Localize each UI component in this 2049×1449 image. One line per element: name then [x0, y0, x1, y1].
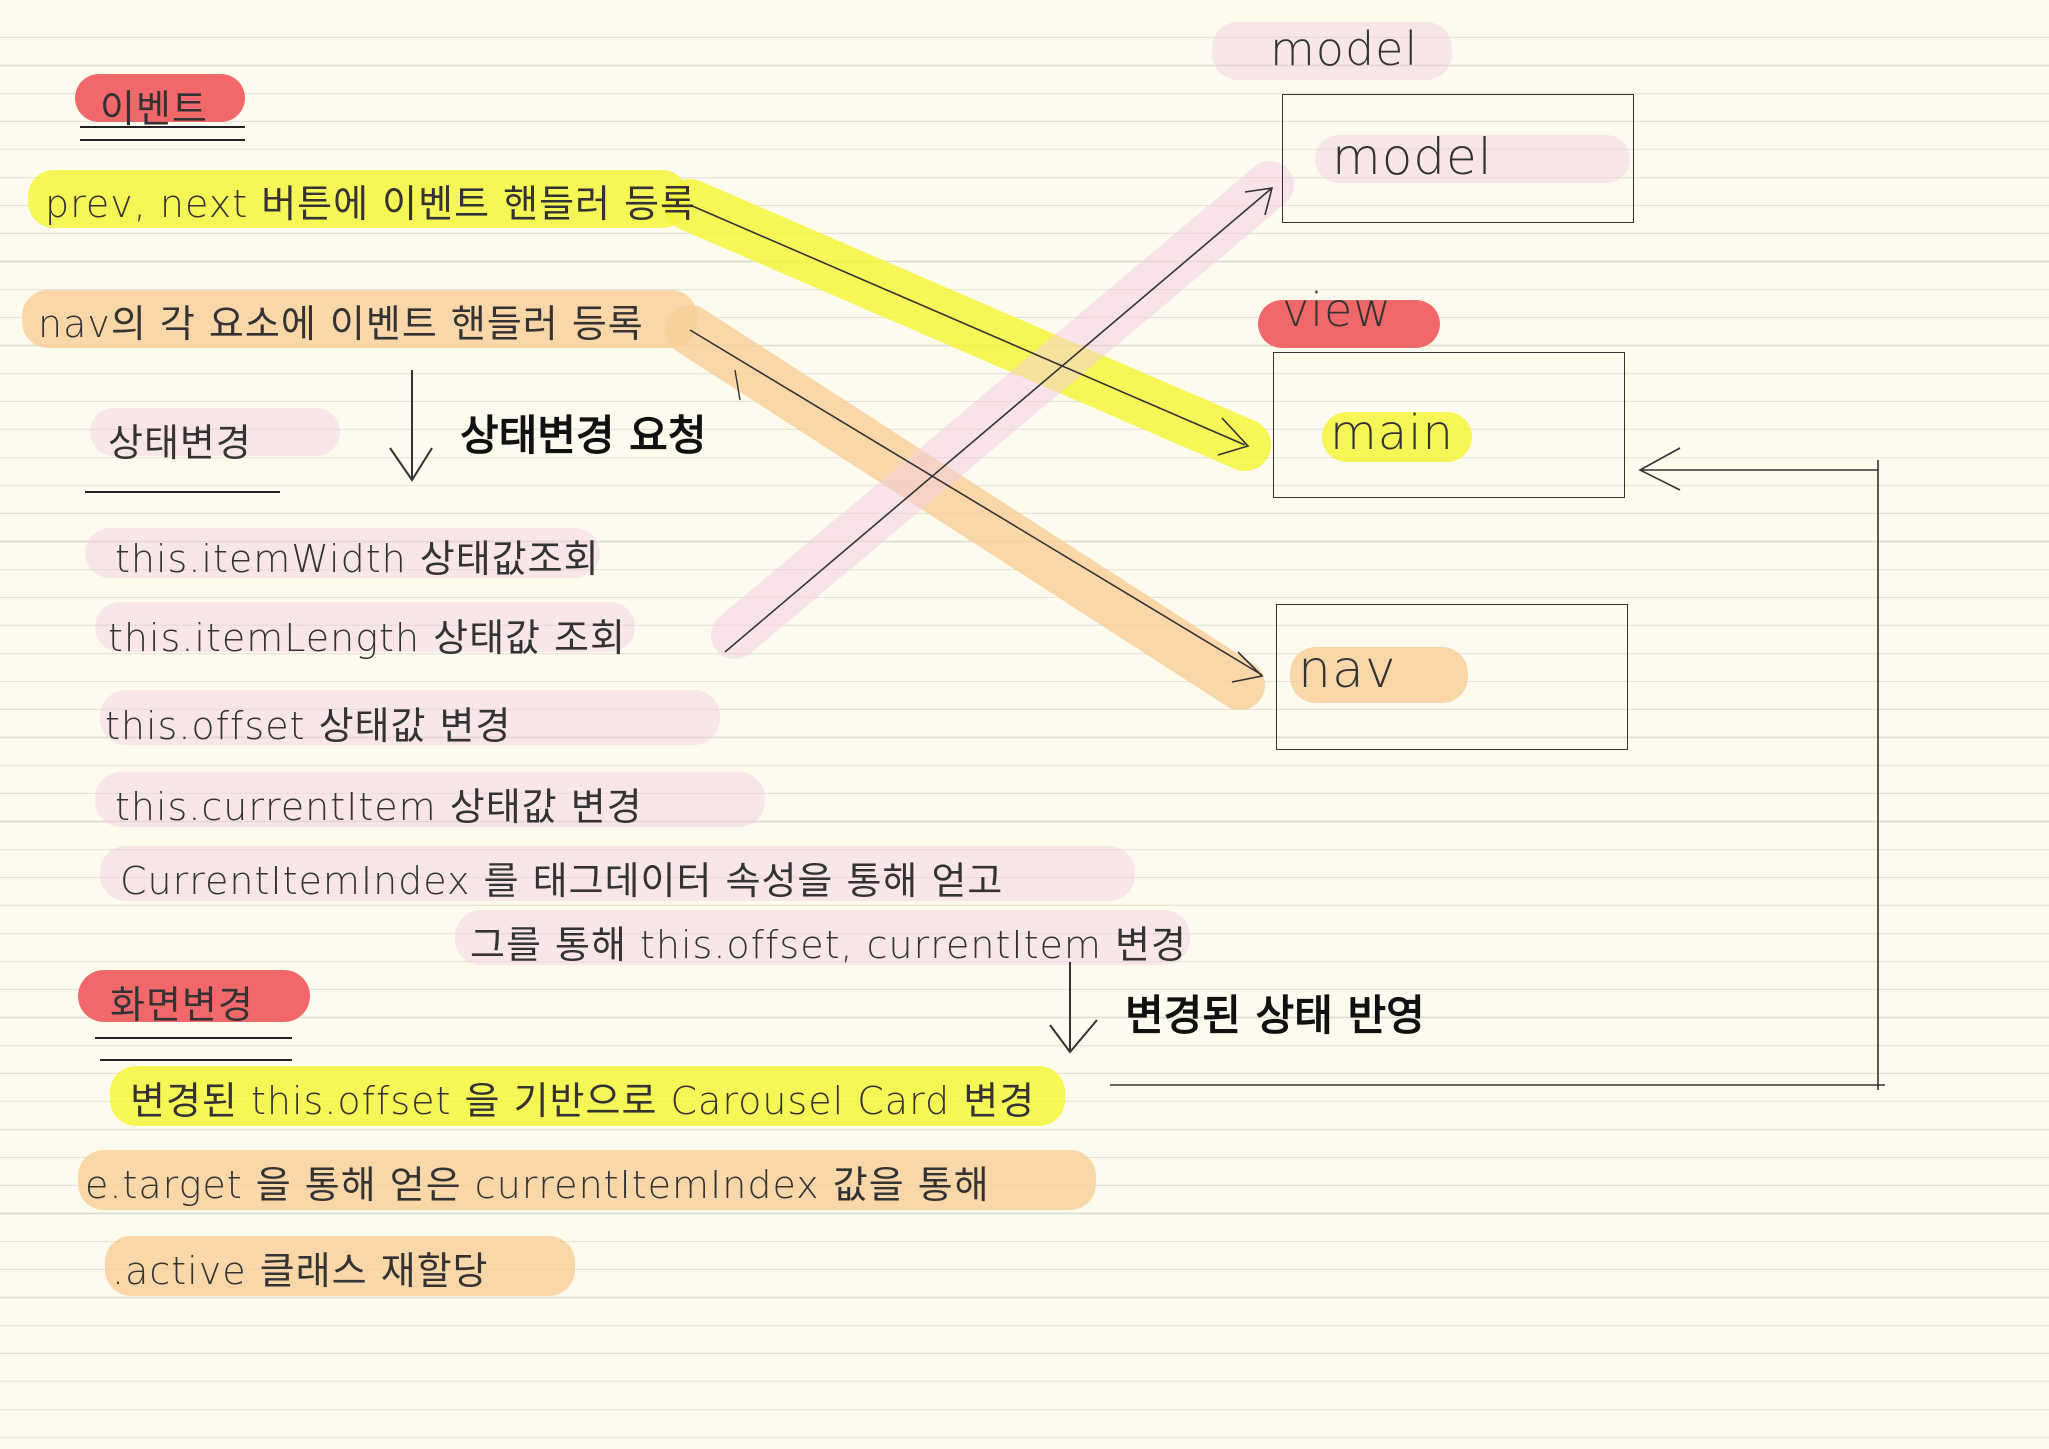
main-box-label: main	[1330, 405, 1454, 461]
feedback-arrowhead	[1638, 447, 1681, 491]
screen-item-1-highlight	[110, 1066, 1065, 1126]
event-title-highlight	[75, 74, 245, 122]
event-item-2-highlight	[22, 290, 697, 348]
state-to-model-arrowhead	[1244, 187, 1274, 216]
state-item-4-highlight	[95, 772, 765, 827]
screen-item-active: .active 클래스 재할당	[112, 1249, 489, 1293]
state-item-6-highlight	[455, 910, 1190, 965]
nav-event-to-nav-highlight	[665, 305, 1265, 710]
state-item-change-via: 그를 통해 this.offset, currentItem 변경	[470, 923, 1187, 967]
screen-change-title: 화면변경	[110, 983, 254, 1027]
state-item-5-highlight	[100, 846, 1135, 901]
tick-mark	[734, 369, 741, 401]
screen-item-carousel: 변경된 this.offset 을 기반으로 Carousel Card 변경	[130, 1079, 1036, 1123]
state-request-arrowhead	[389, 447, 433, 482]
state-item-current-item: this.currentItem 상태값 변경	[115, 785, 643, 829]
model-box	[1282, 94, 1634, 223]
state-change-title: 상태변경	[108, 421, 252, 465]
nav-event-to-nav-arrowhead	[1231, 651, 1264, 683]
state-to-model-highlight	[711, 161, 1294, 659]
screen-item-3-highlight	[105, 1236, 575, 1296]
state-item-current-index: CurrentItemIndex 를 태그데이터 속성을 통해 얻고	[120, 859, 1004, 903]
event-to-main-arrowhead	[1217, 417, 1250, 456]
screen-item-2-highlight	[78, 1150, 1096, 1210]
state-change-request-label: 상태변경 요청	[460, 411, 707, 460]
state-item-2-highlight	[95, 602, 635, 652]
nav-box-label: nav	[1298, 640, 1397, 700]
state-item-item-width: this.itemWidth 상태값조회	[115, 537, 600, 581]
event-to-main-arrow	[689, 204, 1246, 446]
model-box-highlight	[1315, 135, 1630, 183]
nav-box	[1276, 604, 1628, 750]
model-title-highlight	[1212, 22, 1452, 80]
event-item-prev-next: prev, next 버튼에 이벤트 핸들러 등록	[45, 182, 696, 226]
main-box-highlight	[1322, 412, 1472, 462]
view-title-highlight	[1258, 300, 1440, 348]
model-group-title: model	[1270, 22, 1419, 76]
event-item-1-highlight	[28, 170, 688, 228]
nav-event-to-nav-arrow	[689, 329, 1263, 676]
event-item-nav: nav의 각 요소에 이벤트 핸들러 등록	[38, 302, 644, 346]
state-item-offset: this.offset 상태값 변경	[105, 704, 512, 748]
state-to-model-arrow	[724, 187, 1273, 653]
reflect-arrowhead	[1049, 1019, 1098, 1054]
nav-box-highlight	[1290, 647, 1468, 703]
state-item-1-highlight	[85, 528, 600, 578]
state-title-highlight	[90, 408, 340, 456]
model-box-label: model	[1332, 128, 1493, 186]
view-group-title: view	[1282, 283, 1392, 337]
event-title: 이벤트	[100, 87, 208, 131]
screen-item-target: e.target 을 통해 얻은 currentItemIndex 값을 통해	[85, 1163, 990, 1207]
screen-change-reflect-label: 변경된 상태 반영	[1125, 991, 1425, 1040]
state-item-item-length: this.itemLength 상태값 조회	[108, 616, 626, 660]
screen-title-highlight	[78, 970, 310, 1022]
main-box	[1273, 352, 1625, 498]
state-item-3-highlight	[100, 690, 720, 745]
